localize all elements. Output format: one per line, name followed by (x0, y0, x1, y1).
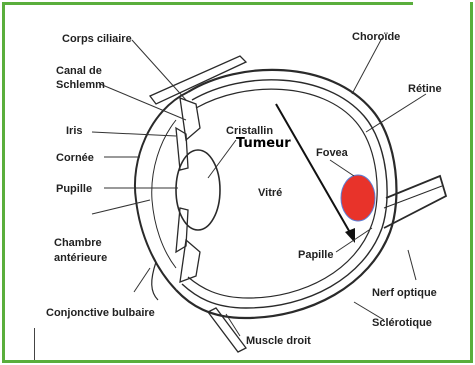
tumeur-arrow (276, 104, 355, 243)
nerf-optique-inner (384, 186, 442, 208)
label-nerf-optique: Nerf optique (372, 287, 437, 299)
iris-lower (176, 208, 188, 252)
label-canal-de-schlemm-line2: Schlemm (56, 79, 105, 91)
chambre-anterieure-line (152, 120, 176, 268)
cristallin-shape (176, 150, 220, 230)
label-vitre: Vitré (258, 187, 282, 199)
tumeur-mass (341, 175, 375, 221)
label-fovea: Fovea (316, 147, 349, 159)
label-chambre-anterieure-line2: antérieure (54, 252, 107, 264)
label-cornee: Cornée (56, 152, 94, 164)
label-pupille: Pupille (56, 183, 92, 195)
label-muscle-droit: Muscle droit (246, 335, 311, 347)
label-conjonctive-bulbaire: Conjonctive bulbaire (46, 307, 155, 319)
label-chambre-anterieure-line1: Chambre (54, 237, 102, 249)
label-canal-de-schlemm-line1: Canal de (56, 65, 102, 77)
cornee-outline (135, 92, 188, 290)
label-retine: Rétine (408, 83, 442, 95)
corps-ciliaire-lower (180, 240, 200, 282)
label-tumeur: Tumeur (236, 136, 291, 151)
label-corps-ciliaire: Corps ciliaire (62, 33, 132, 45)
label-choroide: Choroïde (352, 31, 400, 43)
conjonctive-line (152, 262, 158, 300)
label-iris: Iris (66, 125, 83, 137)
label-papille: Papille (298, 249, 333, 261)
label-sclerotique: Sclérotique (372, 317, 432, 329)
eye-globe (135, 56, 446, 352)
